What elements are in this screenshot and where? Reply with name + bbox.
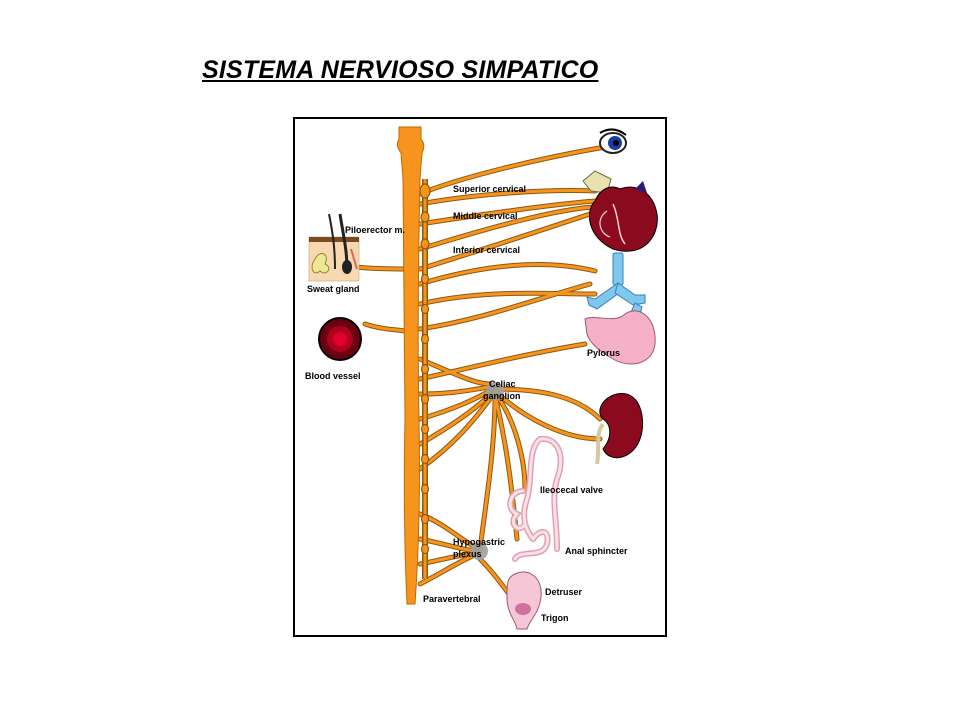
label-ganglion: ganglion [483,391,521,401]
label-superior-cervical: Superior cervical [453,184,526,194]
label-blood-vessel: Blood vessel [305,371,361,381]
label-celiac: Celiac [489,379,516,389]
label-pylorus: Pylorus [587,348,620,358]
sympathetic-diagram-frame: Superior cervical Middle cervical Inferi… [293,117,667,637]
skin-hair-icon [308,213,360,282]
label-middle-cervical: Middle cervical [453,211,518,221]
label-detruser: Detruser [545,587,583,597]
slide-title: SISTEMA NERVIOSO SIMPATICO [202,56,599,84]
label-plexus: plexus [453,549,482,559]
label-trigon: Trigon [541,613,569,623]
heart-icon [582,170,658,252]
blood-vessel-icon [318,317,362,361]
eye-icon [599,128,627,154]
label-piloerector: Piloerector m. [345,225,405,235]
hypogastric-plexus [470,542,488,560]
label-inferior-cervical: Inferior cervical [453,245,520,255]
label-sweat-gland: Sweat gland [307,284,360,294]
lungs-icon [586,252,646,320]
stomach-icon [584,310,656,365]
label-paravertebral: Paravertebral [423,594,481,604]
intestine-icon-inner [508,437,563,561]
kidney-icon [595,393,644,465]
label-ileocecal-valve: Ileocecal valve [540,485,603,495]
sympathetic-chain [419,179,431,579]
label-hypogastric: Hypogastric [453,537,505,547]
celiac-ganglion [486,382,504,400]
spinal-cord [396,126,425,605]
sympathetic-diagram: Superior cervical Middle cervical Inferi… [305,126,658,630]
bladder-icon [506,571,542,630]
label-anal-sphincter: Anal sphincter [565,546,628,556]
